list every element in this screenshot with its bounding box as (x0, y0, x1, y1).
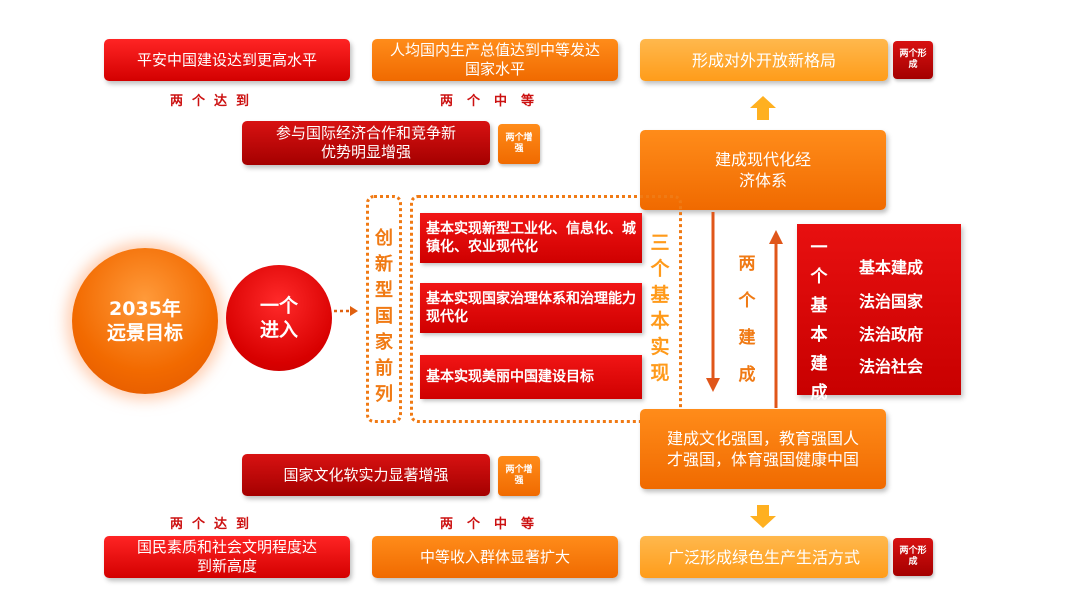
rule-item-2: 法治国家 (859, 292, 924, 311)
bottom-sub-box-text: 国家文化软实力显著增强 (283, 465, 449, 484)
bottom-sub-tag-text: 两个增强 (505, 465, 533, 486)
basic-item-3: 基本实现美丽中国建设目标 (420, 355, 642, 399)
basic-item-2: 基本实现国家治理体系和治理能力现代化 (420, 283, 642, 333)
top-mid-label: 两个中等 (440, 94, 549, 109)
bottom-left-box: 国民素质和社会文明程度达到新高度 (104, 536, 350, 578)
innovation-text: 创新型国家前列 (375, 228, 393, 405)
bottom-left-box-text: 国民素质和社会文明程度达到新高度 (136, 538, 317, 575)
enter-text: 一个进入 (259, 295, 298, 341)
innovation-frame (366, 195, 402, 423)
top-right-tag: 两个形成 (893, 41, 933, 79)
top-sub-tag-text: 两个增强 (505, 133, 533, 154)
one-basic-text: 一个基本建成 (810, 238, 828, 403)
vision-circle: 2035年远景目标 (72, 248, 218, 394)
top-left-label: 两个达到 (170, 94, 259, 109)
top-mid-box-text: 人均国内生产总值达到中等发达国家水平 (390, 41, 601, 78)
three-basic-text: 三个基本实现 (650, 232, 670, 384)
vision-text: 2035年远景目标 (106, 298, 183, 344)
bottom-mid-label: 两个中等 (440, 517, 549, 532)
bottom-right-box-text: 广泛形成绿色生产生活方式 (667, 547, 860, 567)
bottom-mid-box-text: 中等收入群体显著扩大 (419, 547, 570, 566)
bottom-sub-box: 国家文化软实力显著增强 (242, 454, 490, 496)
basic-item-1-text: 基本实现新型工业化、信息化、城镇化、农业现代化 (426, 221, 636, 255)
rule-item-4: 法治社会 (859, 357, 924, 376)
top-sub-box-text: 参与国际经济合作和竞争新优势明显增强 (276, 124, 457, 161)
basic-item-1: 基本实现新型工业化、信息化、城镇化、农业现代化 (420, 213, 642, 263)
bottom-right-tag: 两个形成 (893, 538, 933, 576)
top-right-box-text: 形成对外开放新格局 (691, 50, 836, 70)
bottom-right-tag-text: 两个形成 (899, 546, 927, 567)
basic-frame (410, 195, 682, 423)
top-right-box: 形成对外开放新格局 (640, 39, 888, 81)
rule-box: 一个基本建成 基本建成 法治国家 法治政府 法治社会 (797, 224, 961, 403)
bottom-sub-tag: 两个增强 (498, 456, 540, 496)
top-mid-box: 人均国内生产总值达到中等发达国家水平 (372, 39, 618, 81)
rule-item-3: 法治政府 (859, 325, 924, 344)
top-left-box: 平安中国建设达到更高水平 (104, 39, 350, 81)
economy-box: 建成现代化经济体系 (640, 130, 886, 210)
basic-item-3-text: 基本实现美丽中国建设目标 (426, 369, 594, 385)
two-build-text: 两个建成 (738, 254, 756, 385)
bottom-left-label: 两个达到 (170, 517, 259, 532)
top-right-tag-text: 两个形成 (899, 49, 927, 70)
culture-box: 建成文化强国，教育强国人才强国，体育强国健康中国 (640, 409, 886, 489)
bottom-right-box: 广泛形成绿色生产生活方式 (640, 536, 888, 578)
top-left-box-text: 平安中国建设达到更高水平 (136, 50, 317, 69)
top-sub-tag: 两个增强 (498, 124, 540, 164)
economy-box-text: 建成现代化经济体系 (714, 150, 811, 190)
bottom-mid-box: 中等收入群体显著扩大 (372, 536, 618, 578)
basic-item-2-text: 基本实现国家治理体系和治理能力现代化 (426, 291, 636, 325)
enter-circle: 一个进入 (226, 265, 332, 371)
top-sub-box: 参与国际经济合作和竞争新优势明显增强 (242, 121, 490, 165)
rule-item-1: 基本建成 (859, 258, 924, 277)
culture-box-text: 建成文化强国，教育强国人才强国，体育强国健康中国 (666, 429, 859, 469)
